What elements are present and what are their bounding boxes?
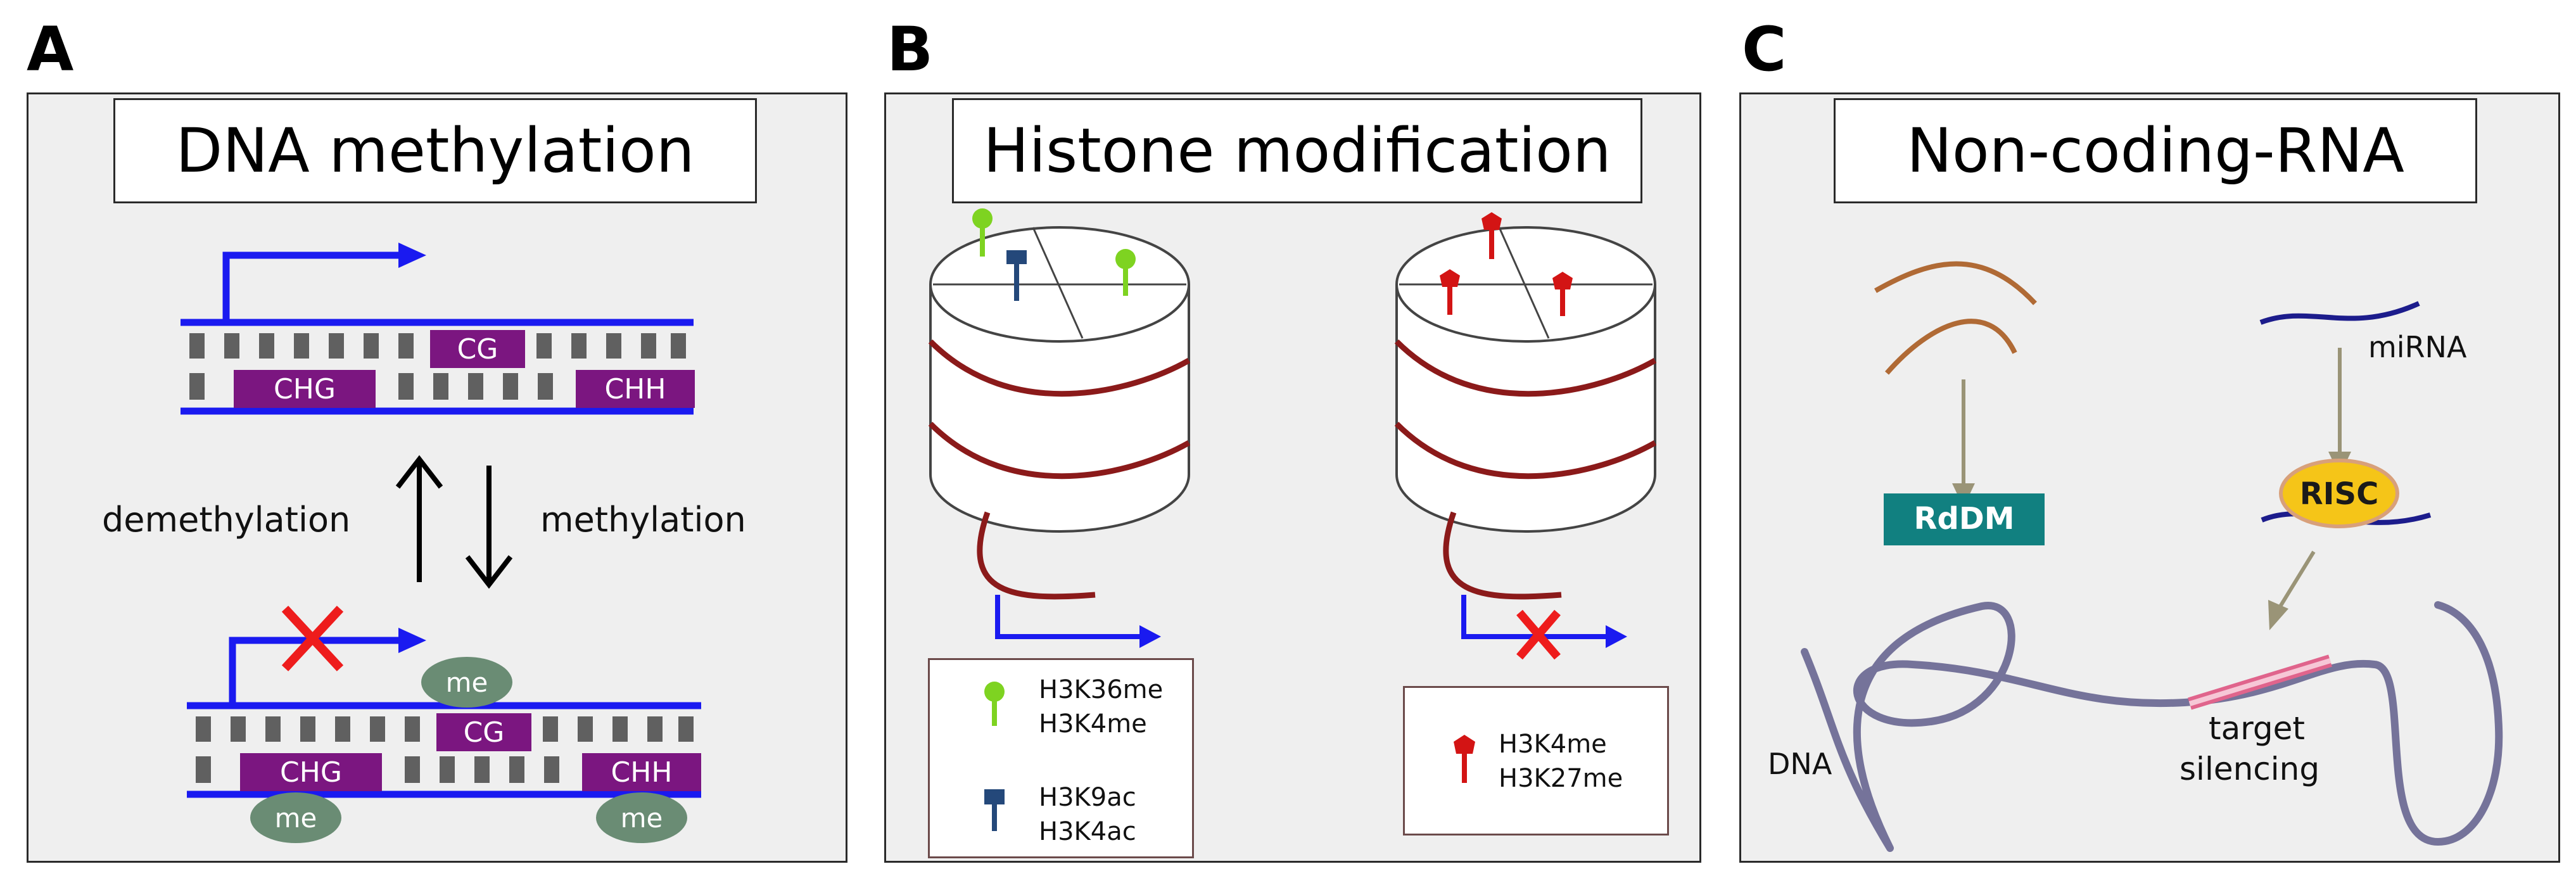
- demethylation-label: demethylation: [102, 500, 351, 540]
- legend-h3k4me: H3K4me: [1039, 709, 1147, 739]
- panel-letter-b: B: [887, 14, 934, 85]
- chg-motif: [234, 370, 376, 408]
- chg-methylated-label: CHG: [280, 756, 342, 789]
- dna-methylation-diagram: CG CHG CHH: [181, 243, 701, 843]
- panel-a: DNA methylation CG CHG C: [27, 92, 847, 863]
- methyl-group-cg: [421, 657, 512, 708]
- legend-red-mark-icon: [1454, 735, 1475, 754]
- cg-methylated-label: CG: [464, 716, 505, 749]
- ncrna-diagram: RdDM RISC: [1801, 261, 2503, 852]
- cross-icon: [1516, 609, 1561, 660]
- h3k36me-mark-icon: [972, 208, 993, 229]
- active-transcription-arrow-icon: [995, 595, 1141, 639]
- rddm-box: [1884, 493, 2045, 545]
- svg-text:me: me: [275, 803, 317, 834]
- h3k4me-repressive-mark-icon: [1440, 269, 1460, 287]
- legend-active: H3K36me H3K4me H3K9ac H3K4ac: [928, 658, 1194, 858]
- chh-motif: [576, 370, 695, 408]
- svg-text:me: me: [621, 803, 663, 834]
- repressed-nucleosome: [1394, 212, 1657, 660]
- target-label: target: [2209, 710, 2306, 747]
- methylated-dna: CG CHG CHH me me me: [187, 606, 701, 843]
- methylation-label: methylation: [540, 500, 746, 540]
- legend-h3k36me: H3K36me: [1039, 675, 1164, 704]
- histone-modification-diagram: [928, 208, 1657, 660]
- sirna-strand-icon: [1884, 319, 2017, 375]
- legend-h3k4ac: H3K4ac: [1039, 817, 1136, 846]
- dna-label: DNA: [1768, 747, 1832, 781]
- chh-label: CHH: [605, 373, 666, 405]
- histone-dna-wrap: [977, 511, 1096, 600]
- cg-label: CG: [457, 333, 498, 365]
- legend-green-mark-icon: [984, 682, 1005, 702]
- legend-repressed: H3K4me H3K27me: [1403, 686, 1669, 835]
- chg-label: CHG: [274, 373, 336, 405]
- panel-b: Histone modification: [884, 92, 1701, 863]
- legend-h3k9ac: H3K9ac: [1039, 783, 1136, 812]
- rddm-label: RdDM: [1914, 501, 2015, 537]
- active-nucleosome: [928, 208, 1191, 648]
- risc-label: RISC: [2300, 476, 2379, 512]
- panel-c: Non-coding-RNA RdDM RISC miRNA DNA targe…: [1739, 92, 2560, 863]
- risc-to-target-arrow-icon: [2278, 550, 2316, 609]
- h3k27me-mark-icon: [1482, 212, 1502, 230]
- blocked-transcription-arrow-icon: [1461, 595, 1607, 639]
- panel-b-title: Histone modification: [952, 98, 1642, 203]
- cross-icon: [281, 606, 344, 671]
- sirna-strand-icon: [1874, 261, 2037, 305]
- h3k9ac-mark-icon: [1006, 250, 1027, 264]
- panel-letter-c: C: [1742, 14, 1787, 85]
- genomic-dna-strand: [1801, 601, 2503, 852]
- mirna-strand-icon: [2259, 301, 2420, 325]
- h3k4me-mark-icon: [1115, 249, 1136, 269]
- legend-navy-mark-icon: [984, 789, 1005, 804]
- panel-a-title: DNA methylation: [113, 98, 757, 203]
- unmethylated-dna: CG CHG CHH: [181, 243, 695, 415]
- legend-h3k4me-repressive: H3K4me: [1499, 730, 1607, 759]
- panel-letter-a: A: [27, 14, 74, 85]
- svg-text:me: me: [446, 667, 488, 698]
- silencing-label: silencing: [2179, 751, 2320, 787]
- risc-complex: [2279, 459, 2399, 528]
- blocked-transcription-arrow-icon: [229, 637, 398, 706]
- panel-c-title: Non-coding-RNA: [1834, 98, 2477, 203]
- methyl-group-chh: [596, 792, 687, 843]
- legend-h3k27me: H3K27me: [1499, 764, 1623, 793]
- mirna-label: miRNA: [2368, 330, 2467, 364]
- methyl-group-chg: [250, 792, 341, 843]
- transcription-start-arrow-icon: [222, 251, 398, 322]
- cg-motif: [430, 330, 525, 368]
- chh-methylated-label: CHH: [611, 756, 673, 789]
- methylation-arrows: [395, 455, 513, 589]
